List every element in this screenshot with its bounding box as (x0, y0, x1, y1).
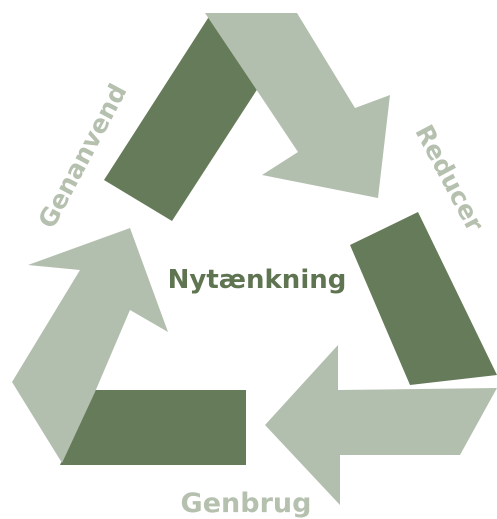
bottom-dark-band (60, 390, 246, 465)
top-dark-band (104, 15, 260, 221)
step-label-genanvend: Genanvend (32, 79, 132, 233)
step-label-genbrug: Genbrug (181, 488, 312, 519)
right-arrow (265, 345, 497, 505)
right-dark-band (350, 212, 497, 385)
top-arrow (205, 13, 390, 198)
left-arrow (12, 228, 168, 463)
center-label: Nytænkning (168, 265, 347, 295)
step-label-reducer: Reducer (409, 120, 489, 237)
